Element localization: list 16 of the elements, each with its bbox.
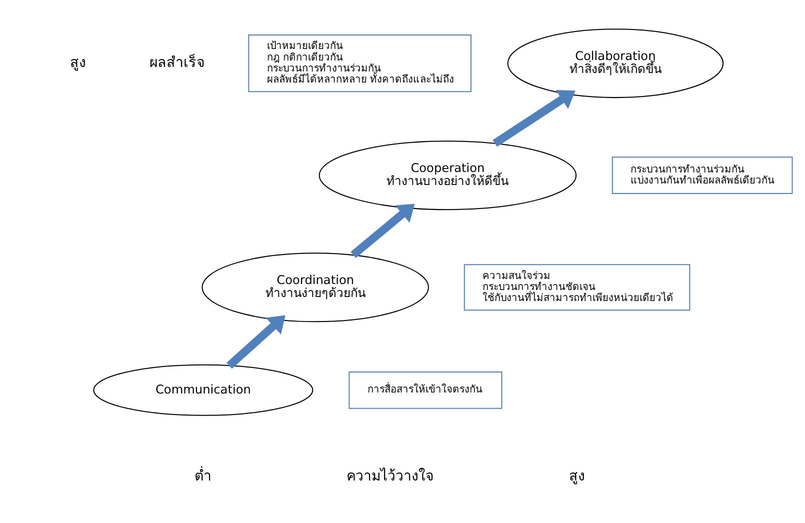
node-box: การสื่อสารให้เข้าใจตรงกัน bbox=[348, 370, 502, 408]
node-box: กระบวนการทำงานร่วมกัน แบ่งงานกันทำเพื่อผลลัพธ์เดียวกัน bbox=[612, 156, 793, 194]
arrow bbox=[492, 90, 576, 146]
arrow bbox=[350, 203, 415, 258]
arrow bbox=[226, 314, 286, 368]
node-ellipse: Collaboration ทำสิ่งดีๆให้เกิดขึ้น bbox=[507, 28, 724, 98]
label: สูง bbox=[70, 54, 86, 71]
label: ผลสำเร็จ bbox=[149, 54, 204, 71]
node-ellipse: Cooperation ทำงานบางอย่างให้ดีขึ้น bbox=[318, 140, 577, 210]
node-ellipse: Coordination ทำงานง่ายๆด้วยกัน bbox=[202, 252, 429, 322]
node-box: ความสนใจร่วม กระบวนการทำงานชัดเจน ใช้กับงานที่ไม่สามารถทำเพียงหน่วยเดียวได้ bbox=[464, 264, 690, 310]
node-ellipse: Communication bbox=[93, 364, 314, 416]
label: ความไว้วางใจ bbox=[346, 468, 434, 484]
node-box: เป้าหมายเดียวกัน กฎ กติกาเดียวกัน กระบวนการทำงานร่วมกัน ผลลัพธ์มีได้หลากหลาย ทั้งคาดถึงและไม่ถึง bbox=[248, 34, 472, 92]
label: ต่ำ bbox=[194, 468, 212, 484]
label: สูง bbox=[569, 468, 586, 484]
